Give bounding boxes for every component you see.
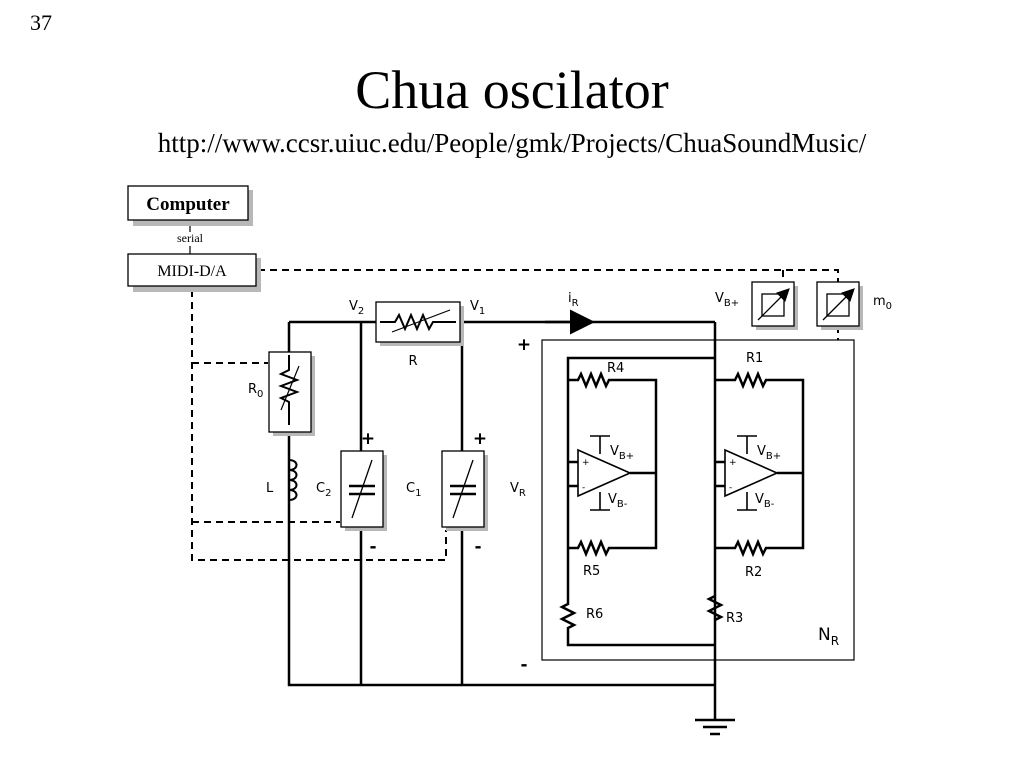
nr-right-branch <box>706 370 805 622</box>
r1-label: R1 <box>746 351 763 366</box>
c2-label: C2 <box>316 481 331 499</box>
slide-url: http://www.ccsr.uiuc.edu/People/gmk/Proj… <box>157 128 867 158</box>
r4-label: R4 <box>607 361 624 376</box>
ground-icon <box>695 718 735 736</box>
right-vb-plus: VB+ <box>757 444 781 462</box>
slide-number: 37 <box>30 10 52 35</box>
v2-label: V2 <box>349 299 364 317</box>
v1-label: V1 <box>470 299 485 317</box>
midi-label: MIDI-D/A <box>157 263 227 280</box>
r5-label: R5 <box>583 564 600 579</box>
r6-label: R6 <box>586 607 603 622</box>
left-opamp-minus: - <box>582 483 585 493</box>
right-vb-minus: VB- <box>755 492 775 510</box>
resistor-r <box>375 301 464 346</box>
computer-box: Computer <box>127 185 253 226</box>
inductor-l <box>288 459 298 501</box>
c1-label: C1 <box>406 481 421 499</box>
vr-minus: - <box>520 655 527 675</box>
left-vb-minus: VB- <box>608 492 628 510</box>
m0-label: m0 <box>873 294 892 312</box>
c1-plus: + <box>473 429 487 449</box>
computer-label: Computer <box>146 194 230 215</box>
nr-left-branch <box>559 356 715 647</box>
r-label: R <box>408 354 417 369</box>
nr-box <box>541 339 855 661</box>
l-label: L <box>266 481 274 496</box>
right-opamp-plus: + <box>729 458 737 468</box>
vb-plus-source <box>751 281 798 330</box>
c1-minus: - <box>474 537 481 557</box>
left-opamp-plus: + <box>582 458 590 468</box>
slide-title: Chua oscilator <box>355 60 669 120</box>
capacitor-c1 <box>441 450 488 531</box>
left-vb-plus: VB+ <box>610 444 634 462</box>
vr-label: VR <box>510 481 526 499</box>
midi-da-box: MIDI-D/A <box>127 253 261 292</box>
r2-label: R2 <box>745 565 762 580</box>
c2-minus: - <box>369 537 376 557</box>
serial-label: serial <box>177 231 204 245</box>
capacitor-c2 <box>340 450 387 531</box>
ir-label: iR <box>568 291 579 309</box>
r0-label: R0 <box>248 382 263 400</box>
m0-source <box>816 281 863 330</box>
right-opamp-minus: - <box>729 483 732 493</box>
resistor-r0 <box>268 351 315 436</box>
nr-label: NR <box>818 625 839 648</box>
c2-plus: + <box>361 429 375 449</box>
r3-label: R3 <box>726 611 743 626</box>
vbplus-source-label: VB+ <box>715 291 739 309</box>
vr-plus: + <box>517 335 531 355</box>
